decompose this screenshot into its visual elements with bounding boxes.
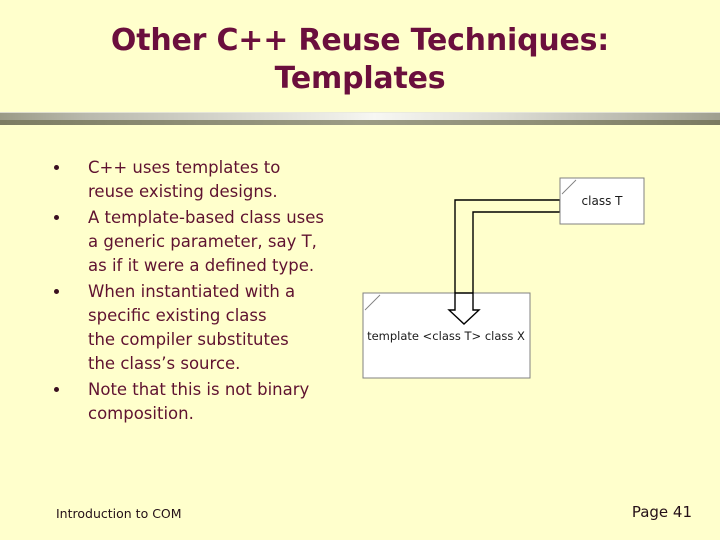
bullet-dot-icon xyxy=(54,289,59,294)
bullet-text-line: specific existing class xyxy=(88,306,267,325)
bullet-dot-icon xyxy=(54,165,59,170)
slide-title: Other C++ Reuse Techniques: Templates xyxy=(36,22,684,98)
bullet-dot-icon xyxy=(54,387,59,392)
class-t-box: class T xyxy=(559,177,645,225)
template-x-box-label: template <class T> class X xyxy=(367,329,525,343)
title-line-1: Other C++ Reuse Techniques: xyxy=(110,23,610,58)
bullet-text-line: Note that this is not binary xyxy=(88,380,310,399)
footer-page-number: Page 41 xyxy=(631,503,692,521)
divider-highlight-line xyxy=(0,112,720,113)
bullet-text-line: the class’s source. xyxy=(88,354,241,373)
list-item: Note that this is not binary composition… xyxy=(42,378,362,426)
template-instantiation-diagram: class T template <class T> class X xyxy=(352,164,682,390)
list-item: C++ uses templates to reuse existing des… xyxy=(42,156,362,204)
template-x-box: template <class T> class X xyxy=(362,292,531,379)
bullet-text-line: C++ uses templates to xyxy=(88,158,281,177)
bullet-text-line: composition. xyxy=(88,404,194,423)
title-divider-bar xyxy=(0,112,720,125)
block-arrow-head-icon xyxy=(447,292,481,325)
class-t-box-label: class T xyxy=(582,194,624,208)
divider-band-dark xyxy=(0,120,720,125)
footer-subject: Introduction to COM xyxy=(56,506,182,521)
bullet-text-line: as if it were a defined type. xyxy=(88,256,315,275)
title-line-2: Templates xyxy=(274,61,446,96)
list-item: A template-based class uses a generic pa… xyxy=(42,206,362,278)
bullet-dot-icon xyxy=(54,215,59,220)
bullet-text-line: A template-based class uses xyxy=(88,208,325,227)
bullet-text-line: When instantiated with a xyxy=(88,282,296,301)
bullet-text-line: reuse existing designs. xyxy=(88,182,278,201)
list-item: When instantiated with a specific existi… xyxy=(42,280,362,376)
divider-band-light xyxy=(0,112,720,120)
bullet-text-line: a generic parameter, say T, xyxy=(88,232,317,251)
bullet-list: C++ uses templates to reuse existing des… xyxy=(42,156,362,428)
bullet-text-line: the compiler substitutes xyxy=(88,330,289,349)
